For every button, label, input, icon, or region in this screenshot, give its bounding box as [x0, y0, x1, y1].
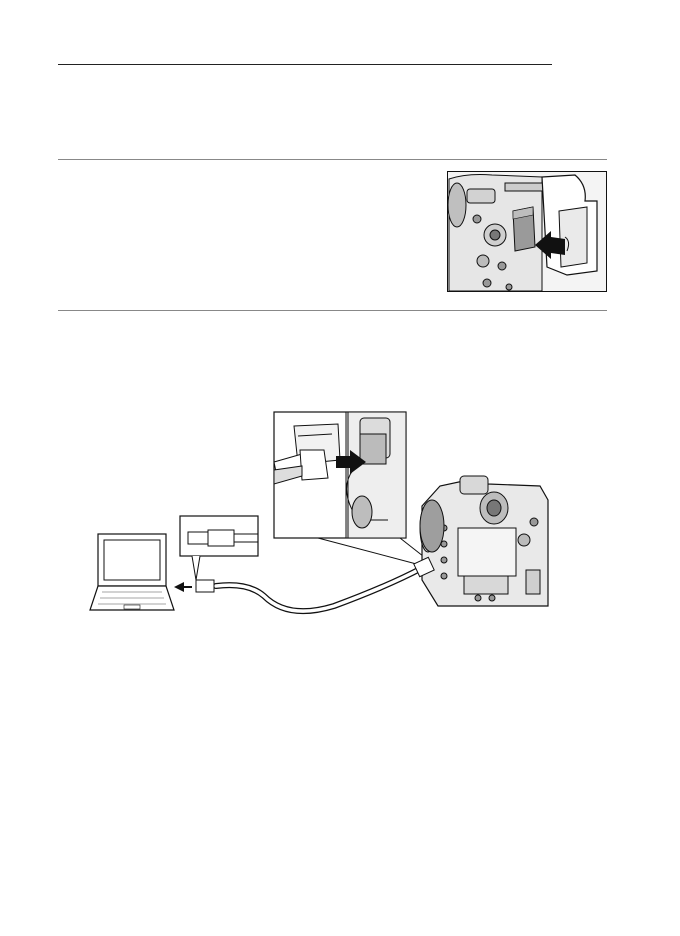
laptop-computer	[90, 534, 174, 610]
memory-card-insert-illustration	[447, 171, 607, 292]
section-divider	[58, 159, 607, 160]
inset-connector-detail	[274, 412, 406, 538]
section-divider	[58, 310, 607, 311]
inset-plug-detail	[180, 516, 258, 580]
camera-laptop-ethernet-illustration	[88, 410, 560, 630]
header-rule	[58, 64, 552, 65]
